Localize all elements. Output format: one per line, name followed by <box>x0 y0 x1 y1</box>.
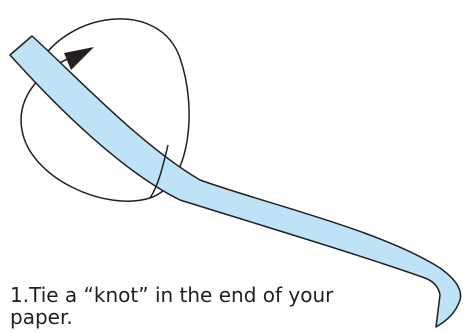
instruction-text: Tie a “knot” in the end of your paper. <box>10 283 333 329</box>
arrowhead-icon <box>64 47 94 70</box>
step-number: 1. <box>10 283 29 307</box>
instruction-caption: 1.Tie a “knot” in the end of your paper. <box>10 284 340 328</box>
